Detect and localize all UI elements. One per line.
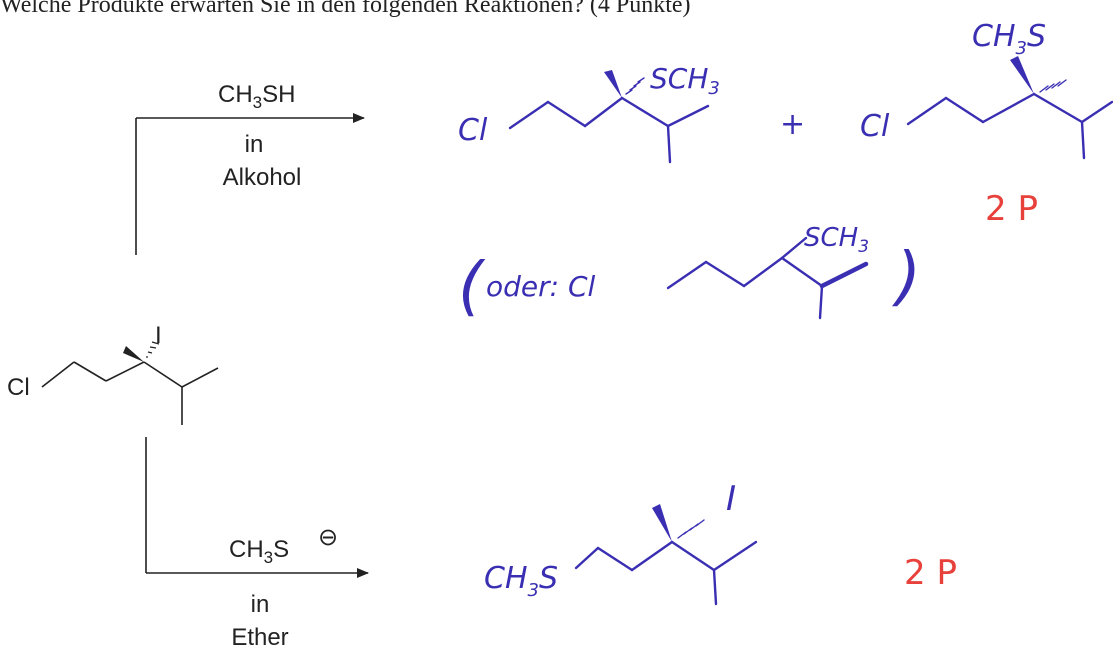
plus-sign: + bbox=[780, 107, 805, 142]
reactant-molecule bbox=[41, 341, 219, 425]
handwritten-product-2 bbox=[906, 56, 1113, 160]
product1-cl-label: Cl bbox=[458, 113, 488, 148]
wedge-bond bbox=[123, 346, 144, 362]
top-solvent-line2: Alkohol bbox=[223, 164, 302, 191]
alt-group-label: SCH3 bbox=[804, 223, 869, 257]
alt-close-paren: ) bbox=[892, 240, 921, 314]
score-top: 2 P bbox=[985, 189, 1038, 229]
product2-group-label: CH3S bbox=[972, 19, 1046, 59]
bottom-reaction-arrow bbox=[145, 437, 369, 578]
handwritten-product-1 bbox=[508, 70, 710, 164]
alt-open-paren: ( bbox=[458, 250, 486, 324]
handwritten-product-3 bbox=[574, 504, 758, 606]
handwritten-alt-product bbox=[666, 236, 869, 320]
top-reagent: CH3SH bbox=[218, 81, 295, 112]
bottom-solvent-line2: Ether bbox=[231, 624, 288, 651]
product2-cl-label: Cl bbox=[860, 109, 890, 144]
score-bottom: 2 P bbox=[904, 553, 957, 593]
product2-wedge-bond bbox=[1010, 56, 1034, 94]
top-solvent-line1: in bbox=[245, 131, 264, 158]
top-reaction-arrow bbox=[135, 113, 365, 255]
reactant-i-label: I bbox=[155, 322, 162, 349]
product3-i-label: I bbox=[726, 479, 736, 519]
product1-group-label: SCH3 bbox=[650, 62, 720, 99]
reactant-cl-label: Cl bbox=[7, 374, 30, 401]
alt-label: oder: Cl bbox=[486, 270, 596, 303]
product3-wedge-bond bbox=[652, 504, 672, 542]
bottom-reagent: CH3S bbox=[229, 536, 289, 567]
product1-wedge-bond bbox=[604, 70, 622, 98]
bottom-reagent-charge: ⊖ bbox=[318, 524, 338, 551]
product3-prefix-label: CH3S bbox=[484, 561, 558, 601]
question-text: Welche Produkte erwarten Sie in den folg… bbox=[0, 0, 691, 18]
bottom-solvent-line1: in bbox=[251, 591, 270, 618]
